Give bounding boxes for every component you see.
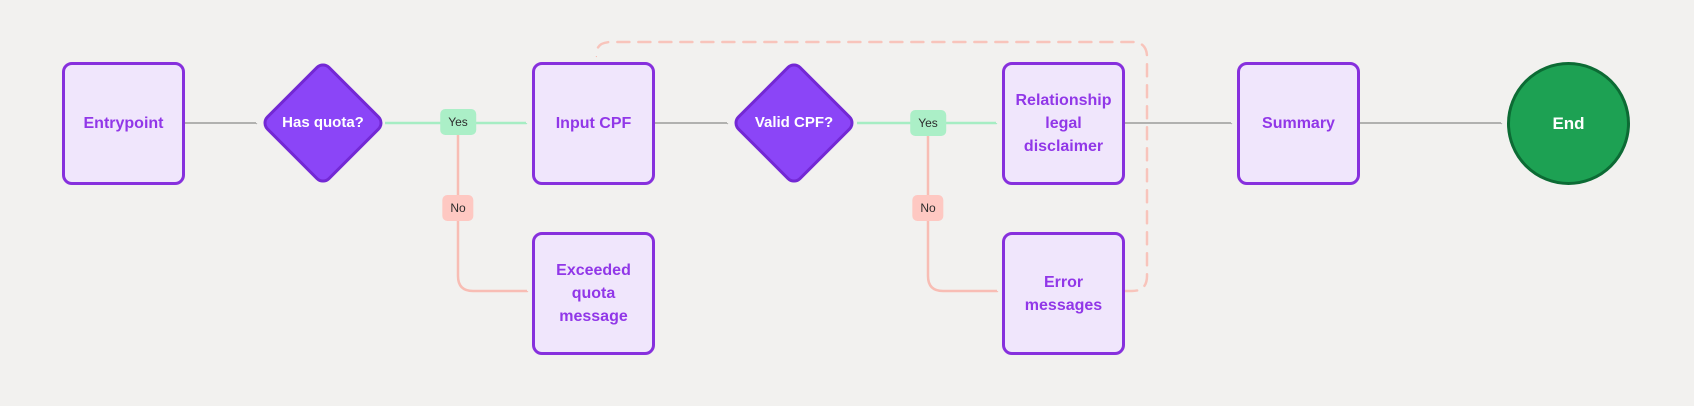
node-valid-cpf-label: Valid CPF? (754, 114, 834, 131)
edge-label-no-has-quota: No (442, 195, 474, 221)
node-end[interactable]: End (1507, 62, 1630, 185)
node-entrypoint[interactable]: Entrypoint (62, 62, 185, 185)
node-summary[interactable]: Summary (1237, 62, 1360, 185)
node-entrypoint-label: Entrypoint (83, 115, 164, 132)
node-error-messages[interactable]: Error messages (1002, 232, 1125, 355)
node-exceeded-quota-message[interactable]: Exceeded quota message (532, 232, 655, 355)
edge-hasquota-no-exceeded (456, 134, 527, 291)
node-summary-label: Summary (1262, 115, 1335, 132)
edge-validcpf-no-errors (926, 134, 997, 291)
edge-label-yes-valid-cpf: Yes (910, 110, 946, 136)
node-error-messages-label: Error messages (1024, 273, 1103, 314)
edge-errors-loop-inputcpf (597, 40, 1149, 293)
node-relationship-legal-disclaimer[interactable]: Relationship legal disclaimer (1002, 62, 1125, 185)
node-end-label: End (1552, 113, 1585, 133)
node-has-quota-label: Has quota? (282, 114, 364, 131)
node-input-cpf[interactable]: Input CPF (532, 62, 655, 185)
node-input-cpf-label: Input CPF (555, 115, 632, 132)
node-exceeded-quota-message-label: Exceeded quota message (556, 262, 631, 325)
edge-label-no-valid-cpf: No (912, 195, 944, 221)
node-relationship-legal-disclaimer-label: Relationship legal disclaimer (1015, 92, 1112, 155)
edge-label-yes-has-quota: Yes (440, 109, 476, 135)
